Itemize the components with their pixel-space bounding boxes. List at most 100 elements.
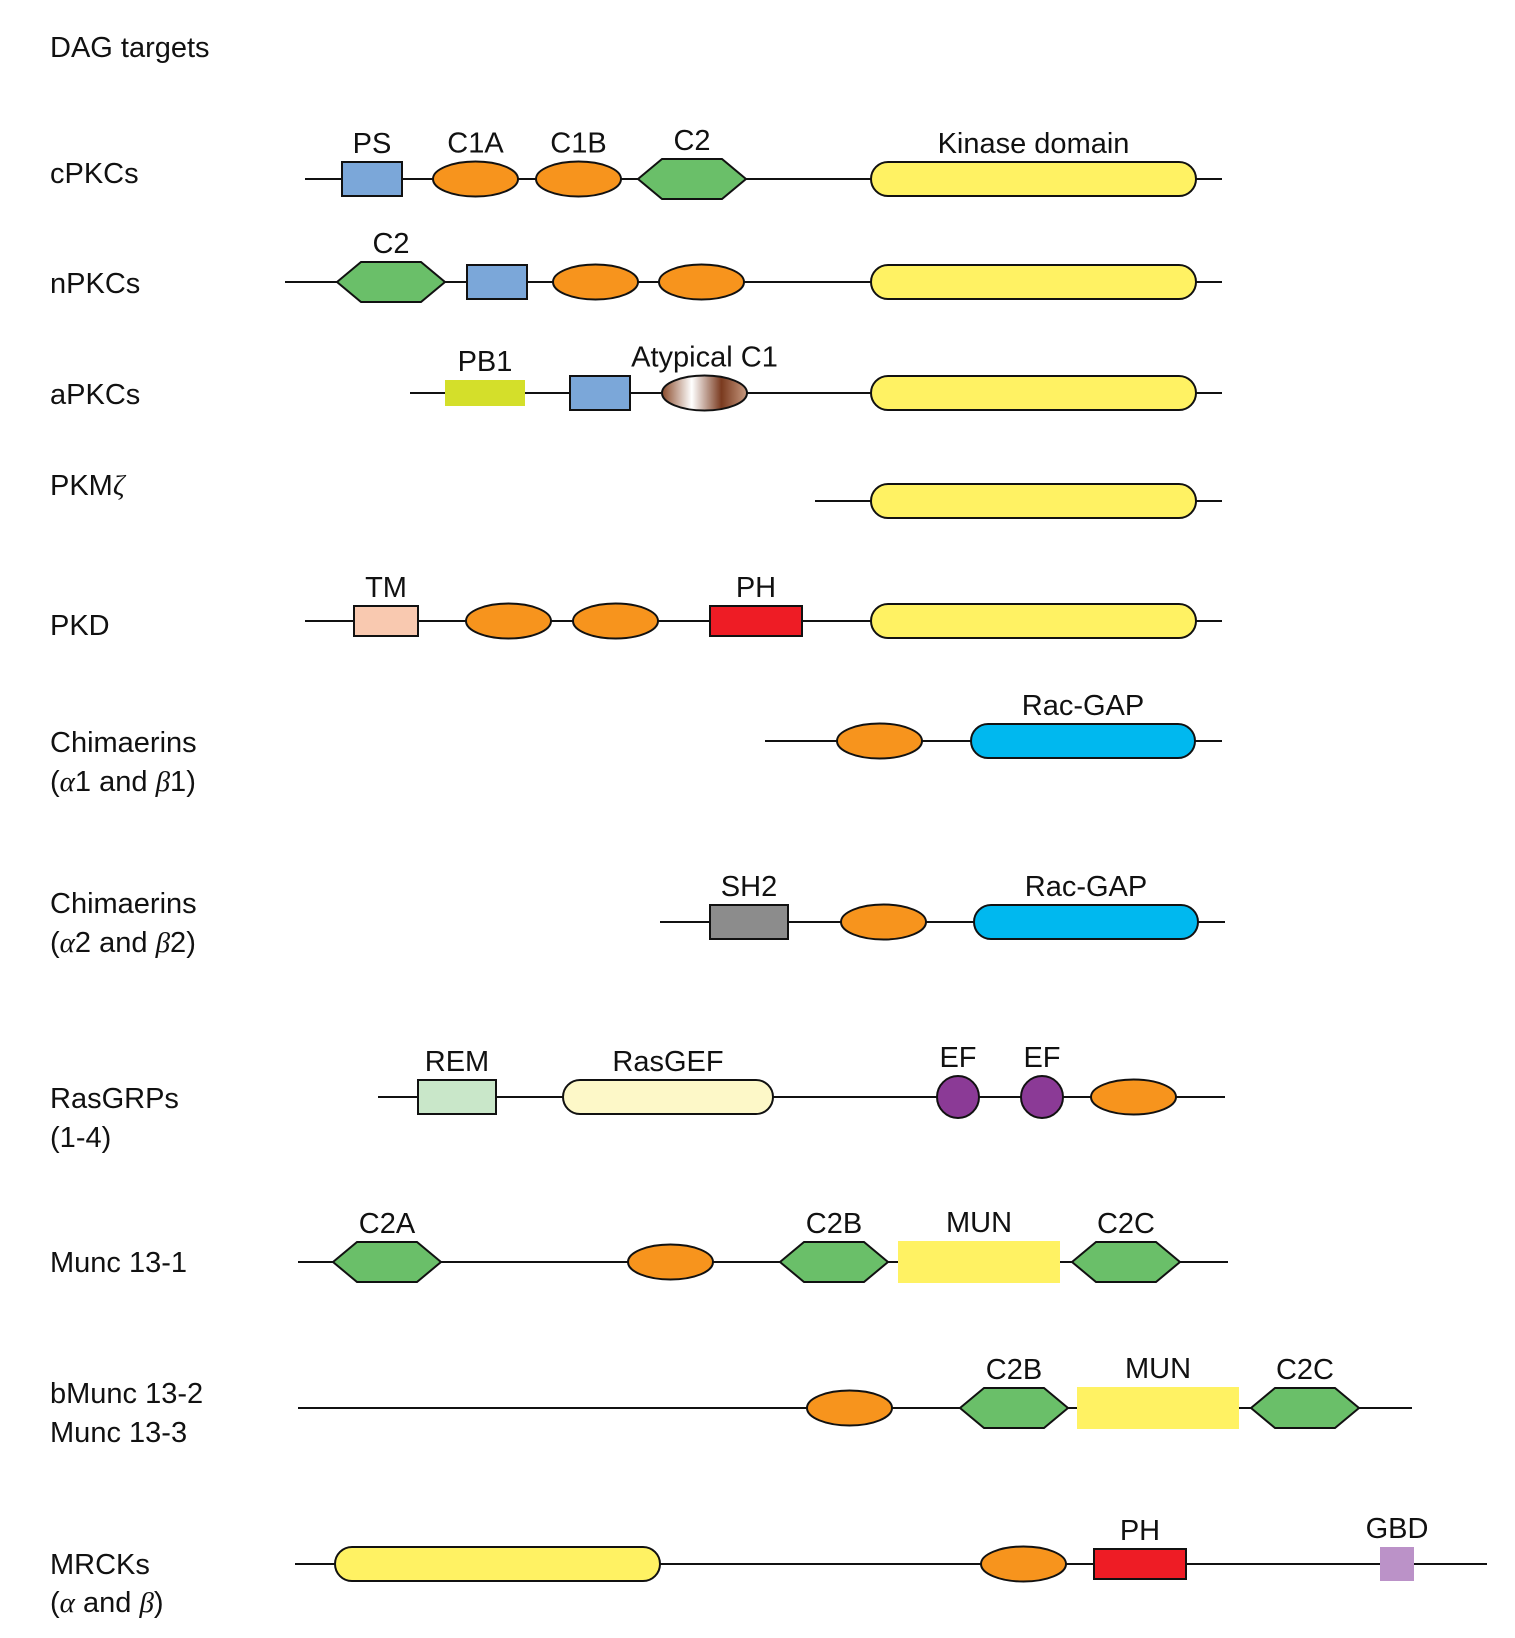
c1a-domain — [432, 160, 519, 198]
domain-label: MUN — [1125, 1353, 1191, 1385]
domain-label: C2 — [372, 228, 409, 260]
protein-name: Munc 13-1 — [50, 1247, 187, 1279]
c1-domain — [980, 1545, 1067, 1583]
c1-domain — [836, 722, 923, 760]
domain-label: C2B — [806, 1208, 862, 1240]
protein-row: cPKCs PS C1A C1B C2 Kinase domain — [50, 125, 1222, 200]
protein-name: Chimaerins — [50, 888, 197, 920]
domain-label: PH — [1120, 1515, 1160, 1547]
kinase-domain — [870, 483, 1197, 519]
protein-name: bMunc 13-2 — [50, 1378, 203, 1410]
c1-domain — [627, 1243, 714, 1281]
figure-title: DAG targets — [50, 32, 210, 64]
protein-subname: Munc 13-3 — [50, 1417, 187, 1449]
domain-label: C1A — [447, 128, 504, 160]
kinase-domain — [870, 264, 1197, 300]
protein-row: PKD TM PH — [50, 572, 1222, 642]
mun-domain — [898, 1241, 1060, 1283]
c2b-domain — [778, 1241, 890, 1283]
protein-row: RasGRPs (1-4) REM RasGEF EF EF — [50, 1042, 1225, 1154]
protein-name: PKMζ — [50, 470, 127, 502]
kinase-domain-domain — [870, 161, 1197, 197]
domain-label: C2C — [1276, 1354, 1334, 1386]
protein-row: aPKCs PB1 Atypical C1 — [50, 342, 1222, 412]
rasgef-domain — [562, 1079, 774, 1115]
c2b-domain — [958, 1387, 1070, 1429]
domain-label: C2 — [673, 125, 710, 157]
c1-domain — [1090, 1078, 1177, 1116]
domain-label: GBD — [1366, 1513, 1429, 1545]
domain-label: SH2 — [721, 871, 777, 903]
protein-name: aPKCs — [50, 379, 140, 411]
protein-subname: (α and β) — [50, 1587, 164, 1619]
mun-domain — [1077, 1387, 1239, 1429]
c1-domain — [465, 602, 552, 640]
kinase-domain — [870, 603, 1197, 639]
domain-label: EF — [939, 1042, 976, 1074]
domain-label: Rac-GAP — [1022, 690, 1144, 722]
protein-row: Chimaerins (α2 and β2) SH2 Rac-GAP — [50, 871, 1225, 959]
atypical-c1-domain — [661, 374, 748, 412]
protein-name: MRCKs — [50, 1549, 150, 1581]
domain-label: PH — [736, 572, 776, 604]
protein-row: PKMζ — [50, 470, 1222, 519]
domain-label: PB1 — [458, 346, 513, 378]
protein-subname: (α1 and β1) — [50, 766, 196, 798]
domain-label: MUN — [946, 1207, 1012, 1239]
domain-label: REM — [425, 1046, 489, 1078]
protein-row: nPKCs C2 — [50, 228, 1222, 303]
c1-domain — [552, 263, 639, 301]
c1-domain — [840, 903, 927, 941]
kinase-domain — [870, 375, 1197, 411]
c1-domain — [572, 602, 659, 640]
c2-domain — [636, 158, 748, 200]
domain-label: C2C — [1097, 1208, 1155, 1240]
pb1-domain — [445, 380, 525, 406]
tm-domain — [353, 605, 419, 637]
domain-label: C1B — [550, 128, 606, 160]
gbd-domain — [1380, 1547, 1414, 1581]
rem-domain — [417, 1079, 497, 1115]
ph-domain — [1093, 1548, 1187, 1580]
rac-gap-domain — [970, 723, 1196, 759]
rac-gap-domain — [973, 904, 1199, 940]
c2c-domain — [1249, 1387, 1361, 1429]
domain-label: TM — [365, 572, 407, 604]
kinase-domain — [334, 1546, 661, 1582]
ef-domain — [936, 1075, 980, 1119]
protein-subname: (α2 and β2) — [50, 927, 196, 959]
protein-subname: (1-4) — [50, 1122, 111, 1154]
greek-letter: ζ — [113, 470, 127, 502]
domain-label: C2B — [986, 1354, 1042, 1386]
ps-domain — [569, 375, 631, 411]
c2c-domain — [1070, 1241, 1182, 1283]
protein-name: Chimaerins — [50, 727, 197, 759]
ph-domain — [709, 605, 803, 637]
ef-domain — [1020, 1075, 1064, 1119]
ps-domain — [341, 161, 403, 197]
c1-domain — [806, 1389, 893, 1427]
domain-label: RasGEF — [612, 1046, 723, 1078]
ps-domain — [466, 264, 528, 300]
protein-row: Munc 13-1 C2A C2B MUN C2C — [50, 1207, 1228, 1283]
domain-label: EF — [1023, 1042, 1060, 1074]
c2a-domain — [331, 1241, 443, 1283]
protein-row: Chimaerins (α1 and β1) Rac-GAP — [50, 690, 1222, 798]
protein-name: PKD — [50, 610, 110, 642]
sh2-domain — [709, 904, 789, 940]
protein-name: nPKCs — [50, 268, 140, 300]
protein-name: cPKCs — [50, 158, 139, 190]
protein-rows: cPKCs PS C1A C1B C2 Kinase domain nPKCs C2 aPKCs… — [50, 125, 1487, 1619]
domain-label: Kinase domain — [938, 128, 1130, 160]
domain-label: Rac-GAP — [1025, 871, 1147, 903]
c2-domain — [335, 261, 447, 303]
domain-label: PS — [353, 128, 392, 160]
c1-domain — [658, 263, 745, 301]
domain-label: Atypical C1 — [631, 342, 778, 374]
c1b-domain — [535, 160, 622, 198]
domain-label: C2A — [359, 1208, 416, 1240]
protein-name: RasGRPs — [50, 1083, 179, 1115]
protein-row: MRCKs (α and β) PH GBD — [50, 1513, 1487, 1619]
